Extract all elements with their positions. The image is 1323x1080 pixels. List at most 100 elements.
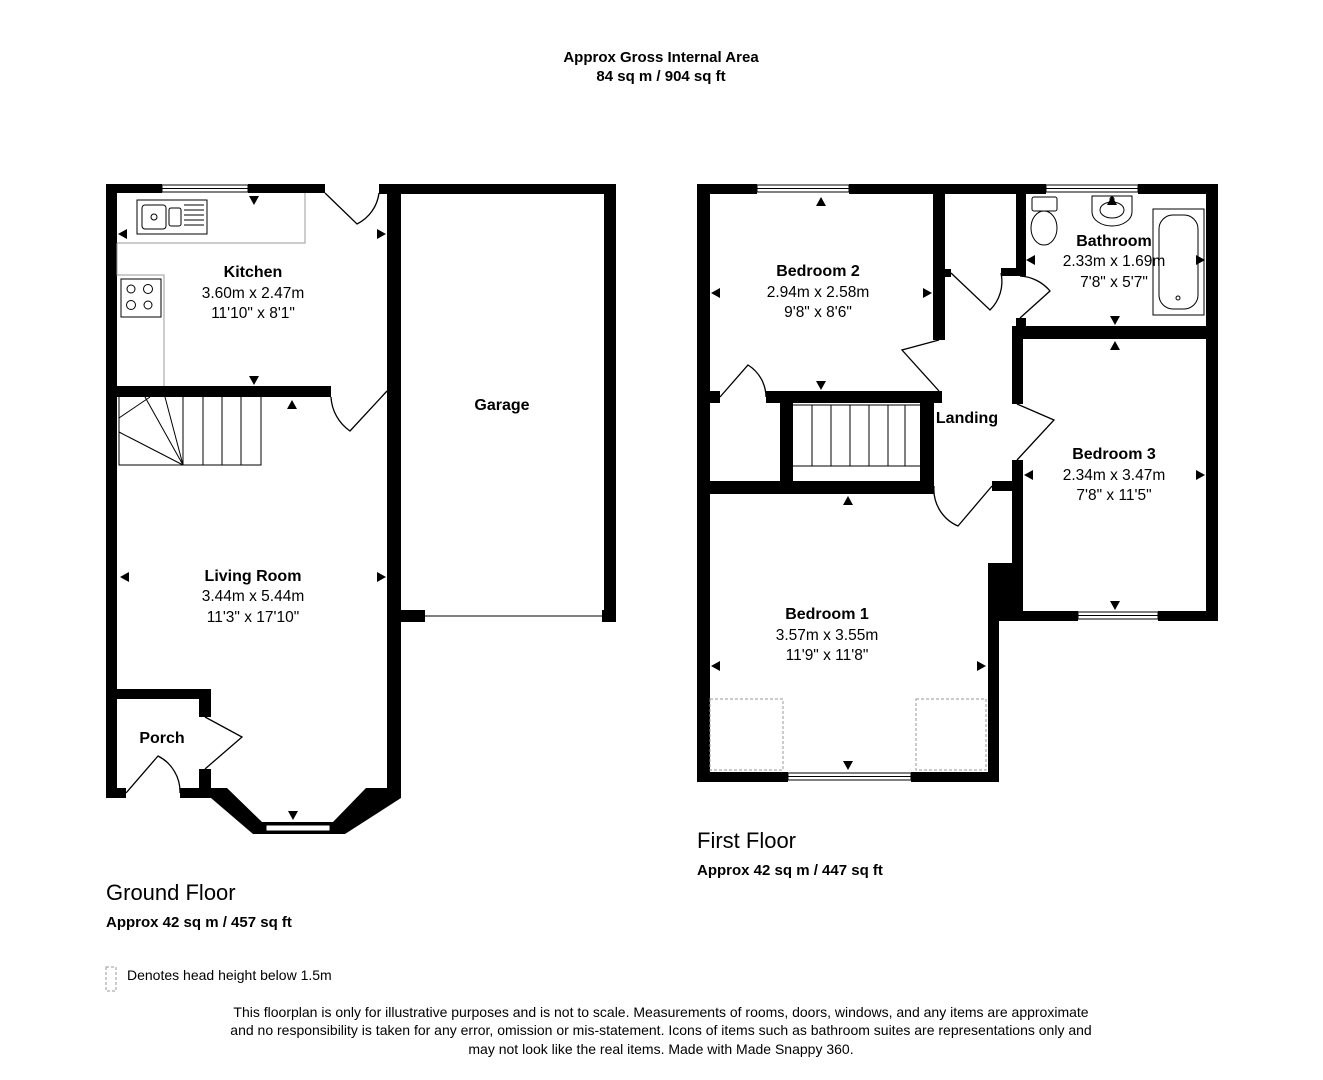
gf-wall-top-b — [248, 184, 325, 193]
kitchen-imperial: 11'10" x 8'1" — [211, 305, 295, 322]
bedroom3-dim-arrow-left — [1024, 470, 1033, 480]
bathroom-name: Bathroom — [1076, 233, 1152, 250]
kitchen-dim-arrow-top — [249, 196, 259, 205]
ff-wall-bath-left-a — [1016, 194, 1026, 273]
ff-wall-stair-left — [780, 391, 793, 491]
ff-cupboard-door — [950, 272, 1003, 311]
ff-wall-bed3-bottom-a — [1010, 611, 1078, 621]
ff-wall-right — [1206, 184, 1218, 621]
bedroom3-dim-arrow-top — [1110, 341, 1120, 350]
kitchen-name: Kitchen — [224, 264, 283, 281]
gf-wall-garage-divider — [387, 184, 401, 798]
ff-wall-bed3-bottom-b — [1158, 611, 1218, 621]
gf-living-door — [330, 390, 388, 432]
bedroom2-imperial: 9'8" x 8'6" — [784, 304, 852, 321]
ground-floor-area: Approx 42 sq m / 457 sq ft — [106, 914, 292, 931]
ff-wall-top-a — [697, 184, 757, 194]
gf-bay-window — [211, 788, 401, 834]
ff-wall-bath-bottom — [1016, 326, 1218, 339]
disclaimer-line-1: This floorplan is only for illustrative … — [233, 1004, 1088, 1020]
ff-wall-bottom-b — [911, 772, 999, 782]
gf-front-door — [125, 755, 181, 794]
gf-wall-porch-top — [117, 689, 211, 699]
gf-stairs — [118, 396, 262, 466]
ff-wall-bed1-right — [988, 563, 999, 782]
gf-wall-kitchen-divider — [117, 386, 331, 397]
ff-low-headroom-area-right — [915, 698, 987, 771]
living-dim-arrow-right — [377, 572, 386, 582]
ff-wall-stair-right — [920, 391, 934, 491]
bedroom1-name: Bedroom 1 — [785, 606, 869, 623]
gf-wall-top-c — [379, 184, 616, 194]
ff-bathroom-door — [1019, 275, 1051, 319]
kitchen-metric: 3.60m x 2.47m — [202, 285, 305, 302]
bedroom3-metric: 2.34m x 3.47m — [1063, 467, 1166, 484]
ff-wall-bath-stub — [1001, 268, 1026, 276]
bathroom-dim-arrow-right — [1196, 255, 1205, 265]
gf-worktop-side — [116, 243, 165, 386]
ff-stairs — [793, 404, 920, 467]
ff-bedroom3-door — [1016, 403, 1056, 461]
bathroom-dim-arrow-top — [1107, 196, 1117, 205]
head-height-legend-text: Denotes head height below 1.5m — [127, 967, 332, 983]
gf-wall-porch-bottom-a — [106, 788, 126, 798]
ff-wall-bed1-top — [697, 481, 934, 494]
living-room-name: Living Room — [205, 568, 302, 585]
bedroom3-dim-arrow-bottom — [1110, 601, 1120, 610]
bathroom-imperial: 7'8" x 5'7" — [1080, 274, 1148, 291]
gf-kitchen-door — [324, 192, 380, 225]
living-dim-arrow-top — [287, 400, 297, 409]
gross-area-value: 84 sq m / 904 sq ft — [596, 68, 725, 85]
ff-low-headroom-area-left — [709, 698, 784, 771]
garage-name: Garage — [474, 397, 529, 414]
ff-bedroom2-door — [719, 364, 767, 398]
porch-name: Porch — [139, 730, 184, 747]
bedroom2-name: Bedroom 2 — [776, 263, 860, 280]
gf-wall-top-a — [106, 184, 162, 193]
living-room-imperial: 11'3" x 17'10" — [207, 609, 299, 626]
ff-wall-bed2-bottom — [766, 391, 942, 403]
hob-icon — [120, 278, 162, 318]
bedroom1-dim-arrow-left — [711, 661, 720, 671]
gf-porch-door — [204, 716, 244, 770]
ff-wall-bottom-a — [697, 772, 788, 782]
living-room-metric: 3.44m x 5.44m — [202, 588, 305, 605]
ff-wall-bed3-left-a — [1012, 326, 1023, 404]
gf-wall-left — [106, 184, 117, 798]
gf-wall-porch-bottom-b — [180, 788, 220, 798]
bedroom1-dim-arrow-bottom — [843, 761, 853, 770]
first-floor-area: Approx 42 sq m / 447 sq ft — [697, 862, 883, 879]
bedroom2-dim-arrow-left — [711, 288, 720, 298]
kitchen-dim-arrow-left — [118, 229, 127, 239]
bedroom3-imperial: 7'8" x 11'5" — [1076, 487, 1151, 504]
kitchen-dim-arrow-bottom — [249, 376, 259, 385]
bedroom1-metric: 3.57m x 3.55m — [776, 627, 879, 644]
disclaimer-line-3: may not look like the real items. Made w… — [468, 1041, 853, 1057]
living-dim-arrow-bottom — [288, 811, 298, 820]
bedroom3-dim-arrow-right — [1196, 470, 1205, 480]
bedroom2-dim-arrow-right — [923, 288, 932, 298]
kitchen-dim-arrow-right — [377, 229, 386, 239]
ff-wall-bed3-stub — [992, 481, 1022, 491]
bedroom1-dim-arrow-right — [977, 661, 986, 671]
ff-wall-top-b — [849, 184, 1046, 194]
sink-icon — [136, 199, 208, 235]
bathroom-dim-arrow-left — [1026, 255, 1035, 265]
gf-garage-door-post-right — [602, 610, 616, 622]
ff-wall-cupboard-stub — [933, 269, 951, 277]
ground-floor-plan — [106, 184, 616, 834]
gf-wall-garage-right — [604, 184, 616, 622]
bathroom-dim-arrow-bottom — [1110, 316, 1120, 325]
gross-area-title: Approx Gross Internal Area — [563, 49, 759, 66]
bedroom3-name: Bedroom 3 — [1072, 446, 1156, 463]
bedroom1-imperial: 11'9" x 11'8" — [786, 647, 869, 664]
ground-floor-label: Ground Floor — [106, 880, 236, 905]
ff-wall-top-c — [1138, 184, 1218, 194]
first-floor-plan — [697, 184, 1218, 782]
ff-wall-bed2-door-post — [708, 391, 720, 403]
ff-wall-bed3-left-b — [1012, 460, 1023, 621]
gf-worktop-top — [117, 193, 306, 244]
bedroom1-dim-arrow-top — [843, 496, 853, 505]
first-floor-label: First Floor — [697, 828, 796, 853]
